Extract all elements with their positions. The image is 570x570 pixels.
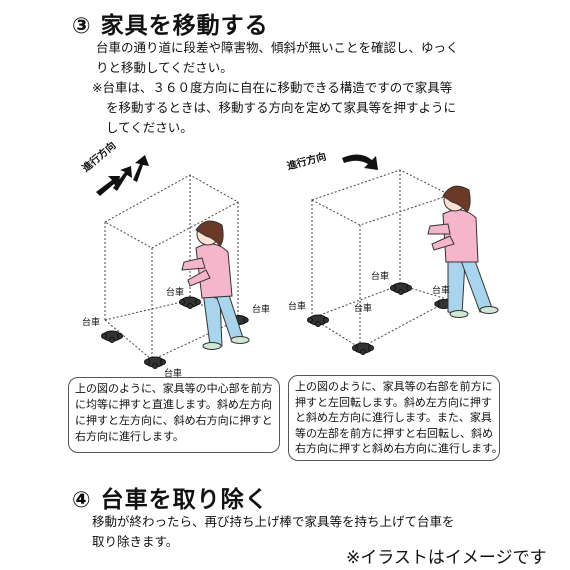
right-caption-box: 上の図のように、家具等の右部を前方に 押すと左回転します。斜め左方向に押す と斜… [288,375,503,461]
right-furniture-box [310,169,452,349]
left-person-icon [181,220,250,350]
section-3-body-line: 台車の通り道に段差や障害物、傾斜が無いことを確認し、ゆっく [96,40,459,55]
section-3-note-line: してください。 [106,120,193,135]
left-caption-line: に押すと左方向に、斜め右方向に押すと [75,414,273,427]
section-4-body-line: 移動が終わったら、再び持ち上げ棒で家具等を持ち上げて台車を [92,514,455,529]
footer-note: ※イラストはイメージです [346,548,547,568]
right-dolly-label: 台車 [288,302,307,312]
left-dolly-label: 台車 [252,305,271,315]
left-dolly-icon [101,330,123,343]
left-caption-line: に均等に押すと直進します。斜め左方向 [75,398,272,411]
right-dolly-label: 台車 [432,286,451,296]
section-4-body-line: 取り除きます。 [92,534,179,549]
right-direction-arrow-icon [342,154,378,170]
right-dolly-icon [352,342,374,355]
right-dolly-label: 台車 [371,272,390,282]
section-3-note-line: を移動するときは、移動する方向を定めて家具等を押すように [106,100,457,115]
section-4-body: 移動が終わったら、再び持ち上げ棒で家具等を持ち上げて台車を 取り除きます。 [92,512,455,552]
right-caption-line: 上の図のように、家具等の右部を前方に [295,380,493,393]
left-caption-box: 上の図のように、家具等の中心部を前方 に均等に押すと直進します。斜め左方向 に押… [68,377,280,453]
left-caption-line: 右方向に進行します。 [75,430,184,443]
right-dolly-label: 台車 [354,304,373,314]
section-3-title: 家具を移動する [100,13,269,39]
right-caption-line: 等の左部を前方に押すと右回転し、斜め [295,426,493,440]
step-number-4: ④ [72,488,92,513]
section-3-body: 台車の通り道に段差や障害物、傾斜が無いことを確認し、ゆっく りと移動してください… [96,38,459,78]
section-3-heading: ③ 家具を移動する [72,6,269,40]
section-4-heading: ④ 台車を取り除く [72,480,269,514]
left-caption-line: 上の図のように、家具等の中心部を前方 [75,382,273,395]
right-person-icon [427,185,499,318]
left-dolly-icon [144,356,166,369]
left-dolly-icon [179,296,201,309]
left-dolly-label: 台車 [82,318,101,328]
left-dolly-label: 台車 [166,288,185,298]
left-dolly-label: 台車 [164,369,183,379]
left-direction-arrows-icon [96,155,149,196]
right-dolly-icon [390,282,412,295]
right-caption-line: と斜め左方向に進行します。また、家具 [295,411,492,424]
section-3-body-line: りと移動してください。 [96,60,233,75]
section-4-title: 台車を取り除く [100,487,269,513]
right-caption-line: 右方向に押すと斜め右方向に進行します。 [295,442,503,455]
step-number-3: ③ [72,14,92,39]
right-caption-line: 押すと左回転します。斜め左方向に押す [295,395,492,409]
section-3-note-line: ※台車は、３６０度方向に自在に移動できる構造ですので家具等 [92,80,453,95]
section-3-note: ※台車は、３６０度方向に自在に移動できる構造ですので家具等 を移動するときは、移… [92,78,456,138]
right-dolly-icon [307,314,329,327]
